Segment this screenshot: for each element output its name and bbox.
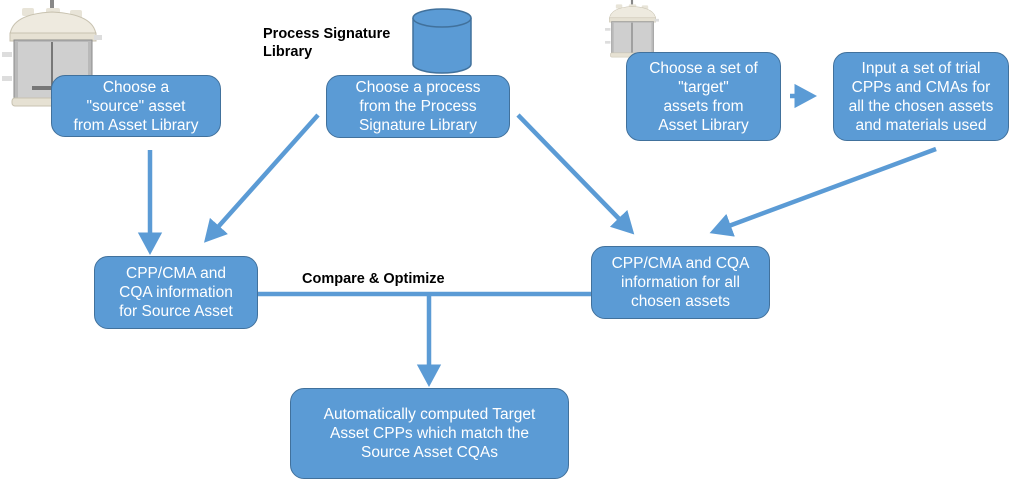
reactor-vessel-icon [605, 0, 659, 58]
chosen-info-box[interactable]: CPP/CMA and CQA information for all chos… [591, 246, 770, 319]
library-title: Process Signature Library [263, 26, 391, 60]
arrow-process-to-chosen-info [516, 113, 635, 235]
result-box[interactable]: Automatically computed Target Asset CPPs… [290, 388, 569, 479]
arrow-process-to-source-info [204, 113, 320, 243]
database-cylinder-icon [412, 8, 472, 74]
trial-input-box[interactable]: Input a set of trial CPPs and CMAs for a… [833, 52, 1009, 141]
target-assets-box[interactable]: Choose a set of "target" assets from Ass… [626, 52, 781, 141]
compare-optimize-label: Compare & Optimize [302, 271, 445, 287]
source-asset-box[interactable]: Choose a "source" asset from Asset Libra… [51, 75, 221, 137]
arrow-trial-to-chosen-info [709, 146, 937, 237]
source-info-box[interactable]: CPP/CMA and CQA information for Source A… [94, 256, 258, 329]
process-box[interactable]: Choose a process from the Process Signat… [326, 75, 510, 138]
